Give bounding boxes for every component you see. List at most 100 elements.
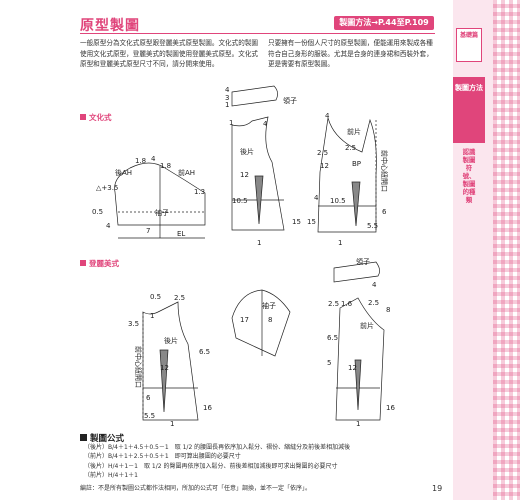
doremi-65: 6.5 <box>199 348 210 356</box>
checker-strip <box>493 0 520 500</box>
intro-right: 只要擁有一份個人尺寸的原型製圖，便能運用來製成各種符合自己身形的服裝。尤其是合身… <box>268 39 433 68</box>
doremi-cb: 前中心鈕開口 <box>134 346 143 388</box>
formula-bracket-1b: 即可算出腰圍的必要尺寸 <box>174 453 241 460</box>
bunka-c4b: 4 <box>263 120 268 128</box>
intro-left: 一般原型分為文化式原型跟登麗美式原型製圖。文化式的製圖使用文化式原型，登麗美式的… <box>80 39 259 68</box>
bullet-square <box>80 260 86 266</box>
bunka-f12: 12 <box>320 162 329 170</box>
formula-title: 製圖公式 <box>80 432 124 444</box>
bunka-f4b: 4 <box>314 194 319 202</box>
formula-line-3-text: （後片）H/4＋1－1 <box>84 463 138 470</box>
bunka-c1: 1 <box>225 101 229 109</box>
section-bunka-label: 文化式 <box>89 113 112 122</box>
page-number: 19 <box>432 484 443 493</box>
doremi-c25a: 2.5 <box>328 300 339 308</box>
doremi-f5: 5 <box>327 359 331 367</box>
bunka-13: 1.3 <box>194 188 205 196</box>
bunka-bp: BP <box>352 160 361 168</box>
bunka-b12: 12 <box>240 171 249 179</box>
doremi-f65: 6.5 <box>327 334 338 342</box>
bunka-front-body <box>317 117 377 233</box>
doremi-12a: 12 <box>160 364 169 372</box>
doremi-c4: 4 <box>372 281 377 289</box>
section-doremi: 登麗美式 <box>80 258 119 269</box>
formula-line-2-text: （前片）B/4＋1＋2.5＋0.5＋1 <box>84 453 169 460</box>
bunka-f25b: 2.5 <box>345 144 356 152</box>
tab-drafting-method[interactable]: 製圖方法 <box>453 77 485 143</box>
doremi-front-body <box>335 297 385 421</box>
bunka-f15: 15 <box>307 218 316 226</box>
bunka-f4: 4 <box>325 112 330 120</box>
bunka-front-label: 前片 <box>347 127 361 136</box>
bunka-f55: 5.5 <box>367 222 378 230</box>
formula-line-1-text: （後片）B/4＋1＋4.5＋0.5－1 <box>84 444 169 451</box>
doremi-sleeve-shape <box>231 289 291 357</box>
doremi-c16: 1.6 <box>341 300 353 308</box>
doremi-35: 3.5 <box>128 320 139 328</box>
formula-line-4-text: （前片）H/4＋1＋1 <box>84 472 138 479</box>
bunka-collar-shape <box>231 85 278 107</box>
bunka-c4a: 4 <box>225 86 230 94</box>
bunka-f1: 1 <box>338 239 342 247</box>
bunka-s7: 7 <box>146 227 150 235</box>
doremi-6: 6 <box>146 394 151 402</box>
reference-pill: 製圖方法→P.44至P.109 <box>334 16 434 30</box>
doremi-f16: 16 <box>386 404 395 412</box>
formula-line-2: （前片）B/4＋1＋2.5＋0.5＋1 即可算出腰圍的必要尺寸 <box>84 453 241 461</box>
doremi-front-label: 前片 <box>360 321 374 330</box>
formula-line-1: （後片）B/4＋1＋4.5＋0.5－1 取 1/2 的腰圍長再依序加入鬆分、褶份… <box>84 444 350 452</box>
doremi-back-label: 後片 <box>164 336 178 345</box>
bunka-f25a: 2.5 <box>317 149 328 157</box>
bunka-s4: 4 <box>106 222 111 230</box>
bunka-f6: 6 <box>382 208 387 216</box>
doremi-f1: 1 <box>356 420 360 428</box>
doremi-front-dart <box>354 359 362 411</box>
doremi-25: 2.5 <box>174 294 185 302</box>
bunka-f105: 10.5 <box>330 197 346 205</box>
bunka-front-ah: 前AH <box>178 168 195 177</box>
editor-note: 編註：不是所有製圖公式都作法相同，所加的公式可「任意」調換，並不一定「依序」。 <box>80 485 312 492</box>
doremi-s8: 8 <box>268 316 272 324</box>
bunka-front-dart <box>351 181 361 227</box>
bunka-18a: 1.8 <box>135 157 146 165</box>
doremi-s17: 17 <box>240 316 249 324</box>
bunka-sleeve-label: 袖子 <box>155 208 169 217</box>
bunka-b15: 15 <box>292 218 301 226</box>
bunka-05: 0.5 <box>92 208 103 216</box>
bunka-4: 4 <box>151 155 156 163</box>
doremi-55: 5.5 <box>144 412 155 420</box>
formula-bracket-2: 取 1/2 的臀圍再依序加入鬆分、前後差相加減後即可求出臀圍的必要尺寸 <box>144 463 338 470</box>
bunka-c1b: 1 <box>229 119 233 127</box>
bunka-b105: 10.5 <box>232 197 248 205</box>
bullet-square <box>80 434 87 441</box>
doremi-back-dart <box>159 349 169 413</box>
bunka-el: EL <box>177 230 185 238</box>
section-doremi-label: 登麗美式 <box>89 259 119 268</box>
doremi-f12: 12 <box>348 364 357 372</box>
page-title: 原型製圖 <box>80 18 140 34</box>
title-rule <box>80 33 435 34</box>
formula-bracket-1a: 取 1/2 的腰圍長再依序加入鬆分、褶份、縮縫分及前後差相加減後 <box>174 444 351 451</box>
tab-basics[interactable]: 基礎篇 <box>456 28 482 62</box>
bunka-35: △+3.5 <box>96 184 118 192</box>
bunka-back-body <box>231 116 285 231</box>
bunka-back-dart <box>254 175 264 225</box>
doremi-c25b: 2.5 <box>368 299 379 307</box>
doremi-back-body <box>142 301 199 421</box>
doremi-c8: 8 <box>386 306 390 314</box>
doremi-1b: 1 <box>170 420 174 428</box>
formula-line-4: （前片）H/4＋1＋1 <box>84 472 138 480</box>
doremi-collar-label: 領子 <box>356 257 370 266</box>
bunka-18b: 1.8 <box>160 162 171 170</box>
doremi-16: 16 <box>203 404 212 412</box>
doremi-05: 0.5 <box>150 293 161 301</box>
bunka-sleeve-shape <box>114 162 206 226</box>
doremi-sleeve-label: 袖子 <box>262 301 276 310</box>
side-tab-background <box>453 0 493 500</box>
bunka-cf: 前中心鈕開口 <box>380 150 389 192</box>
bunka-b1: 1 <box>257 239 261 247</box>
section-bunka: 文化式 <box>80 112 112 123</box>
formula-line-3: （後片）H/4＋1－1 取 1/2 的臀圍再依序加入鬆分、前後差相加減後即可求出… <box>84 463 338 471</box>
